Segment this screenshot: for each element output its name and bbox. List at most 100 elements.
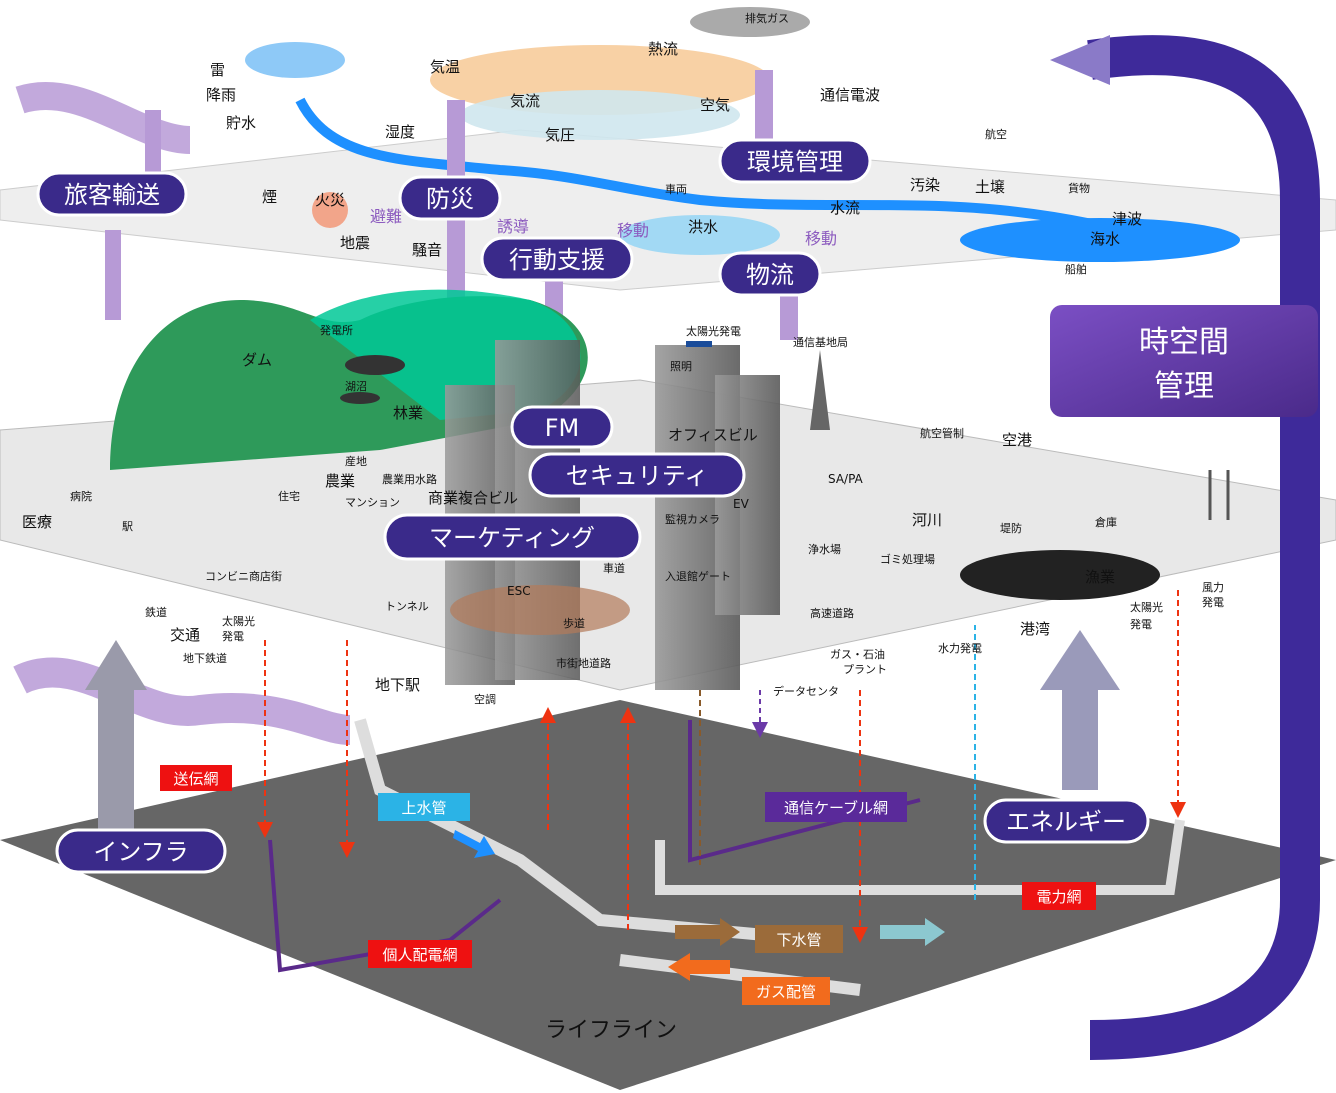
pill-infra-label: インフラ [93,838,188,866]
pill-action-label: 行動支援 [509,246,605,274]
label-vehicle: 車両 [665,182,687,196]
label-entrance: 入退館ゲート [665,569,731,583]
label-air-pressure: 気圧 [545,126,575,144]
energy-up-head [1040,630,1120,690]
harbor-shape [960,550,1160,600]
label-highway: 高速道路 [810,606,854,620]
label-thunder: 雷 [210,61,225,79]
label-air: 空気 [700,96,730,114]
label-humidity: 湿度 [385,123,415,141]
label-station: 駅 [122,520,133,533]
water-flow-arrow [453,830,495,858]
label-heat-flow: 熱流 [648,40,678,58]
sewer-flow-arrow2 [880,918,945,946]
pill-passenger[interactable]: 旅客輸送 [36,171,188,217]
label-water-storage: 貯水 [226,114,256,132]
infra-up-arrow [98,690,134,830]
pill-energy[interactable]: エネルギー [983,798,1150,844]
exhaust-cloud [690,7,810,37]
label-power-plant: 発電所 [320,323,353,337]
label-fishery: 漁業 [1085,568,1115,586]
tag-gas-pipe-label: ガス配管 [756,983,816,1001]
tag-power-grid-label: 電力網 [1036,888,1081,906]
label-air-flow: 気流 [510,92,540,110]
label-convenience: コンビニ商店街 [205,569,282,583]
label-smoke: 煙 [262,188,277,206]
env-arrow [755,70,773,150]
tag-sewer: 下水管 [755,925,843,953]
rain-cloud [245,42,345,78]
tag-water-pipe: 上水管 [378,793,470,821]
label-sapa: SA/PA [828,472,864,486]
label-air-temp: 気温 [430,58,460,76]
label-rainfall: 降雨 [206,86,236,104]
label-soil: 土壌 [975,178,1005,196]
spacetime-loop-head [1050,35,1110,85]
label-aviation: 航空 [985,127,1007,141]
pill-environment[interactable]: 環境管理 [718,138,872,184]
label-datacenter: データセンタ [773,684,839,698]
label-radio: 通信電波 [820,86,880,104]
label-guidance: 誘導 [497,217,529,236]
label-river: 河川 [912,511,942,529]
label-pollution: 汚染 [910,176,940,194]
label-purification: 浄水場 [808,542,841,556]
label-levee: 堤防 [1000,521,1022,535]
label-underground-station: 地下駅 [375,676,420,694]
pill-security[interactable]: セキュリティ [528,452,746,498]
spacetime-box[interactable]: 時空間 管理 [1050,305,1318,417]
label-tsunami: 津波 [1112,210,1142,228]
spacetime-label-1: 時空間 [1139,325,1229,360]
label-railway: 鉄道 [145,605,167,619]
label-atc: 航空管制 [920,426,964,440]
down-arrow-passenger [105,230,121,320]
pill-marketing[interactable]: マーケティング [383,513,642,561]
label-seawater: 海水 [1090,230,1120,248]
label-irrigation: 農業用水路 [382,472,437,486]
label-cargo: 貨物 [1068,181,1090,195]
label-traffic: 交通 [170,626,200,644]
water-pipe [354,718,821,946]
pill-logistics[interactable]: 物流 [718,251,822,297]
label-medical: 医療 [22,513,52,531]
label-solar1: 太陽光 [222,614,255,628]
pill-environment-label: 環境管理 [747,148,843,176]
label-solar2b: 発電 [1130,617,1152,631]
fire-shape [312,192,348,228]
label-walkway: 歩道 [563,616,585,630]
gas-flow-arrow [668,953,730,981]
pill-marketing-label: マーケティング [429,524,595,552]
walkway-area [450,585,630,635]
label-surveillance: 監視カメラ [665,512,720,526]
pill-fm[interactable]: FM [510,405,614,449]
pill-infra[interactable]: インフラ [55,828,227,874]
pill-action[interactable]: 行動支援 [480,236,634,282]
label-office: オフィスビル [668,426,758,444]
tag-comm-cable: 通信ケーブル網 [765,792,907,822]
label-farm-origin: 産地 [345,455,367,468]
label-earthquake: 地震 [340,234,370,252]
label-housing: 住宅 [278,489,300,503]
pill-disaster-label: 防災 [426,185,474,213]
label-noise: 騒音 [412,241,442,259]
pill-fm-label: FM [545,414,580,442]
label-gas-oil-b: プラント [843,663,887,676]
label-ship: 船舶 [1065,262,1087,276]
label-water-flow: 水流 [830,199,860,217]
label-fire: 火災 [315,191,345,209]
pill-disaster[interactable]: 防災 [398,175,502,221]
spacetime-loop-arrow [1087,35,1320,1060]
label-airport: 空港 [1002,431,1032,449]
pill-logistics-label: 物流 [746,261,794,289]
tag-private-grid: 個人配電網 [368,940,472,968]
label-dam: ダム [242,351,272,369]
label-solar2: 太陽光 [1130,600,1163,614]
pill-passenger-label: 旅客輸送 [64,181,160,209]
label-city-road: 市街地道路 [556,656,611,670]
tag-gas-pipe: ガス配管 [742,977,830,1005]
solar-panel [686,341,712,347]
tag-water-pipe-label: 上水管 [401,799,446,817]
label-hospital: 病院 [70,489,92,503]
infra-up-head [85,640,147,690]
